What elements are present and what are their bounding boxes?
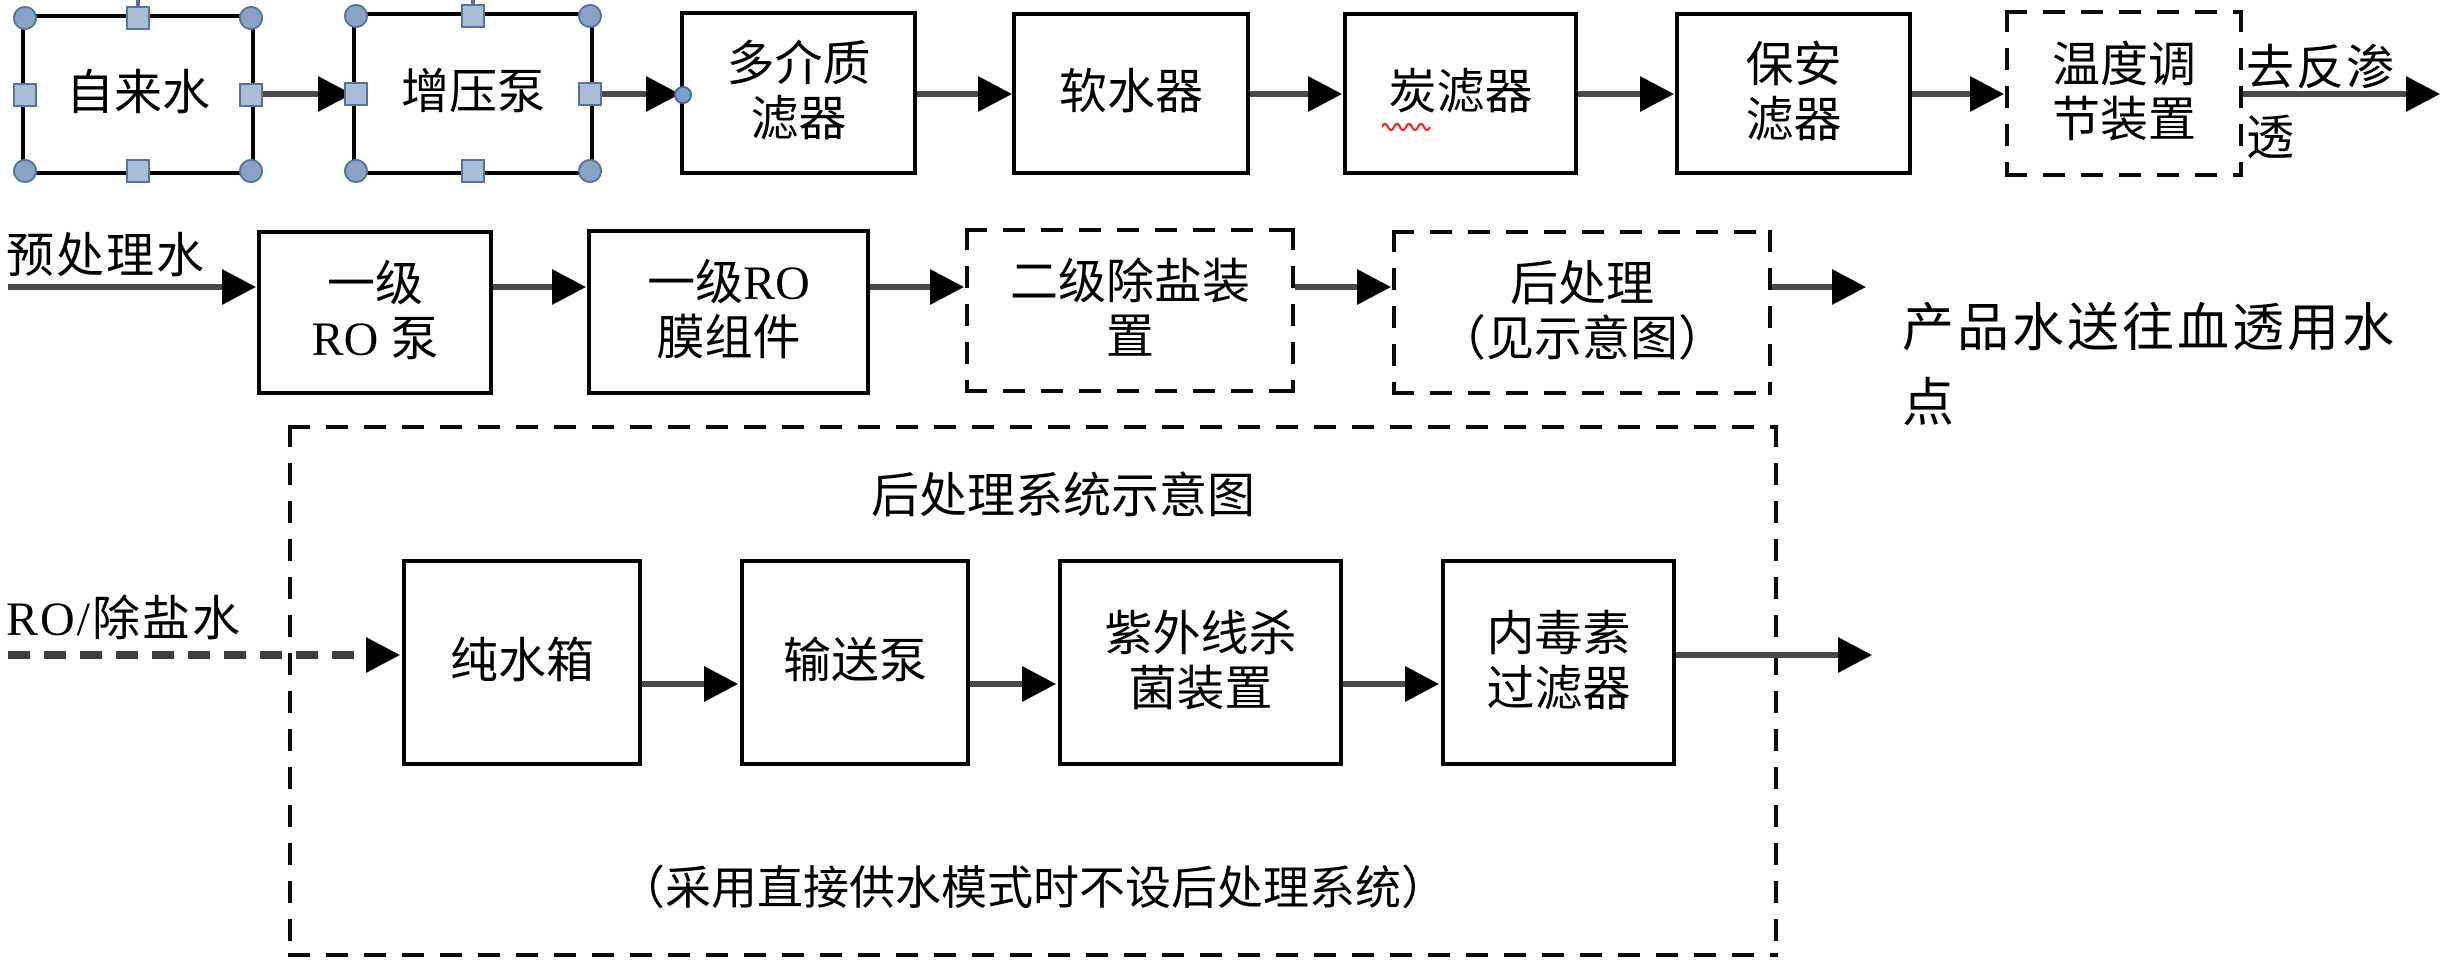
input-arrow[interactable] [8, 267, 256, 307]
node-uv-sterilizer[interactable]: 紫外线杀 菌装置 [1058, 559, 1343, 766]
selection-handle[interactable] [239, 159, 263, 183]
connector-arrow[interactable] [493, 267, 586, 307]
connector-arrow[interactable] [255, 74, 352, 114]
connector-arrow[interactable] [594, 74, 680, 114]
connector-arrow[interactable] [917, 74, 1012, 114]
connector-arrow[interactable] [1912, 74, 2004, 114]
node-multimedia-filter[interactable]: 多介质 滤器 [680, 11, 917, 175]
spellcheck-squiggle-underline [1382, 122, 1432, 132]
selection-handle[interactable] [344, 159, 368, 183]
node-transfer-pump[interactable]: 输送泵 [740, 559, 970, 766]
dashed-input-arrow[interactable] [8, 635, 400, 675]
node-ro-membrane-module[interactable]: 一级RO 膜组件 [587, 229, 870, 395]
connection-point-dot[interactable] [674, 86, 692, 104]
label-ro-desalted-water[interactable]: RO/除盐水 [6, 593, 243, 646]
selection-handle[interactable] [239, 6, 263, 30]
label-to-reverse-osmosis[interactable]: 去反渗透 [2246, 42, 2397, 165]
node-label: 一级 RO 泵 [311, 257, 439, 366]
node-tap-water[interactable]: 自来水 [13, 0, 263, 183]
label-pretreated-water[interactable]: 预处理水 [6, 230, 207, 283]
node-label: 增压泵 [400, 66, 545, 120]
node-label: 软水器 [1058, 66, 1203, 120]
selection-handle[interactable] [461, 4, 485, 28]
output-arrow[interactable] [2243, 74, 2440, 114]
node-ro-pump[interactable]: 一级 RO 泵 [257, 230, 493, 395]
node-label: 自来水 [65, 67, 210, 121]
node-water-softener[interactable]: 软水器 [1012, 12, 1250, 175]
node-label: 输送泵 [782, 635, 927, 689]
connector-arrow[interactable] [870, 267, 964, 307]
rotation-handle-stem[interactable] [471, 0, 475, 6]
selection-handle[interactable] [13, 82, 37, 107]
connector-arrow[interactable] [970, 664, 1056, 704]
node-endotoxin-filter[interactable]: 内毒素 过滤器 [1441, 559, 1676, 766]
node-label: 温度调 节装置 [2051, 38, 2196, 147]
connector-arrow[interactable] [1250, 74, 1342, 114]
node-security-filter[interactable]: 保安 滤器 [1675, 12, 1912, 175]
rotation-handle-stem[interactable] [136, 0, 140, 8]
connector-arrow[interactable] [1578, 74, 1674, 114]
selection-handle[interactable] [344, 81, 368, 106]
selection-handle[interactable] [578, 159, 602, 183]
node-label: 炭滤器 [1388, 66, 1533, 120]
node-label: 后处理 （见示意图） [1437, 257, 1726, 366]
selection-handle[interactable] [578, 81, 602, 106]
node-pure-water-tank[interactable]: 纯水箱 [402, 559, 642, 766]
node-temperature-regulator[interactable]: 温度调 节装置 [2005, 10, 2243, 177]
selection-handle[interactable] [126, 6, 150, 30]
node-label: 一级RO 膜组件 [647, 257, 810, 365]
node-label: 保安 滤器 [1745, 38, 1842, 147]
output-arrow[interactable] [1676, 635, 1872, 675]
schematic-note: （采用直接供水模式时不设后处理系统） [619, 863, 1447, 914]
selection-handle[interactable] [461, 159, 485, 183]
node-booster-pump[interactable]: 增压泵 [344, 0, 602, 183]
node-second-stage-desalination[interactable]: 二级除盐装 置 [965, 228, 1295, 393]
selection-handle[interactable] [344, 4, 368, 28]
node-label: 二级除盐装 置 [1009, 255, 1250, 364]
selection-handle[interactable] [126, 159, 150, 183]
connector-arrow[interactable] [1295, 267, 1391, 307]
node-label: 多介质 滤器 [726, 38, 871, 146]
selection-handle[interactable] [13, 159, 37, 183]
label-product-water-to-hemodialysis[interactable]: 产品水送往血透用水点 [1902, 301, 2398, 433]
schematic-title: 后处理系统示意图 [870, 470, 1255, 523]
node-label: 内毒素 过滤器 [1486, 607, 1631, 716]
output-arrow[interactable] [1772, 267, 1866, 307]
connector-arrow[interactable] [1343, 664, 1439, 704]
node-label: 纯水箱 [449, 635, 594, 689]
node-label: 紫外线杀 菌装置 [1104, 607, 1297, 716]
selection-handle[interactable] [578, 4, 602, 28]
selection-handle[interactable] [239, 82, 263, 107]
node-post-treatment[interactable]: 后处理 （见示意图） [1392, 230, 1772, 395]
selection-handle[interactable] [13, 6, 37, 30]
connector-arrow[interactable] [642, 664, 738, 704]
node-carbon-filter[interactable]: 炭滤器 [1343, 12, 1578, 175]
